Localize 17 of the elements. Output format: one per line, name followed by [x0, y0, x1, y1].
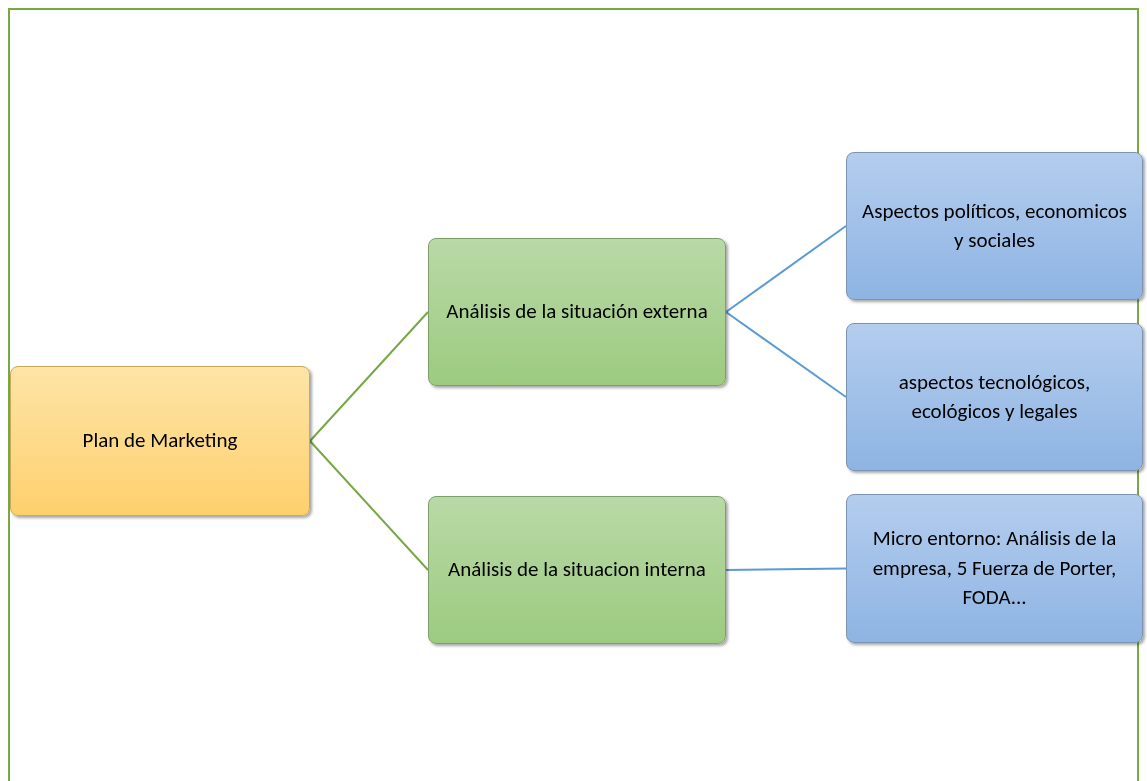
process-box [846, 494, 1143, 643]
box-text: Micro entorno: Análisis de la empresa, 5 Fuerza de Porter, FODA... [871, 524, 1118, 613]
process-box [846, 152, 1143, 300]
box-text: Plan de Marketing [82, 426, 238, 456]
box-text: Análisis de la situacion interna [448, 555, 706, 585]
connector-line [309, 440, 429, 571]
box-text: aspectos tecnológicos, ecológicos y legales [897, 367, 1092, 426]
box-text: Aspectos políticos, economicos y sociales [861, 196, 1128, 255]
box-text: Análisis de la situación externa [446, 297, 708, 327]
connector-line [725, 311, 847, 398]
process-box [428, 496, 726, 644]
process-box [428, 238, 726, 386]
connector-line [725, 567, 847, 571]
connector-line [309, 311, 429, 442]
connector-line [725, 225, 847, 313]
process-box [846, 323, 1143, 471]
process-box [10, 366, 310, 516]
